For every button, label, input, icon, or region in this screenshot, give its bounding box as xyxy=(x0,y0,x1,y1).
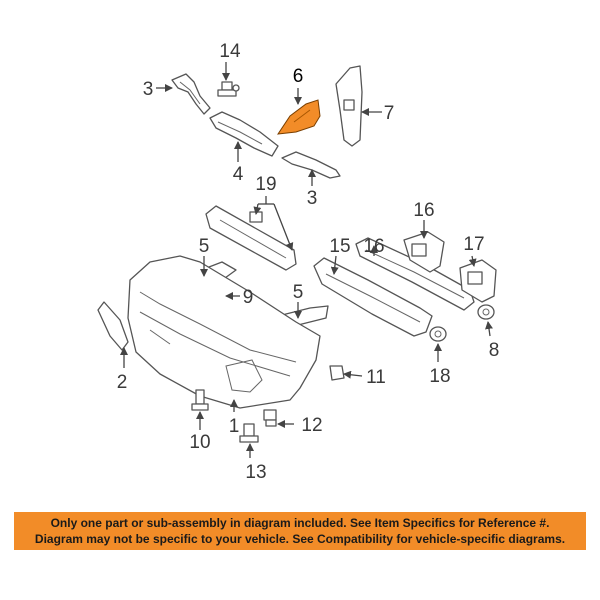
part-13-bolt xyxy=(217,81,240,97)
callout-11: 12 xyxy=(301,415,322,436)
part-11-clip xyxy=(263,409,277,427)
part-16-bracket-left xyxy=(403,231,445,273)
callout-5-left: 5 xyxy=(199,236,210,257)
callout-3-right: 3 xyxy=(307,188,318,209)
callout-7: 7 xyxy=(384,103,395,124)
callout-17: 18 xyxy=(429,366,450,387)
part-10-clip xyxy=(329,365,345,381)
callout-10: 11 xyxy=(366,367,386,388)
callout-6: 6 xyxy=(293,66,304,87)
callout-16-right: 17 xyxy=(463,234,484,255)
disclaimer-line-2: Diagram may not be specific to your vehi… xyxy=(34,532,566,546)
part-9-fastener xyxy=(191,389,209,411)
part-18-nut xyxy=(477,304,495,320)
disclaimer-line-1: Only one part or sub-assembly in diagram… xyxy=(50,516,550,530)
part-4-upper-bracket xyxy=(209,111,279,157)
callout-3-left: 3 xyxy=(143,79,154,100)
callout-2: 2 xyxy=(117,372,128,393)
part-15-reinforcement xyxy=(355,237,475,311)
callout-5-lower: 5 xyxy=(293,282,304,303)
callout-14: 15 xyxy=(329,236,350,257)
callout-4: 4 xyxy=(233,164,244,185)
callout-16-left: 16 xyxy=(413,200,434,221)
part-17-nut xyxy=(429,326,447,342)
part-14-reinforcement xyxy=(313,257,433,337)
part-3-left-bracket xyxy=(171,73,211,115)
part-12-bolt xyxy=(239,423,259,443)
part-2-side-bracket xyxy=(97,301,129,351)
part-16-bracket-right xyxy=(459,259,497,303)
disclaimer-banner: Only one part or sub-assembly in diagram… xyxy=(14,512,586,550)
part-19-grille xyxy=(205,205,297,271)
part-1-bumper-cover xyxy=(127,255,321,409)
callout-9: 10 xyxy=(189,432,210,453)
callout-19: 19 xyxy=(255,174,276,195)
part-3-right-bracket xyxy=(281,151,341,179)
callout-15: 16 xyxy=(363,236,384,257)
parts-diagram: 14 3 6 7 4 3 19 5 9 5 2 1 10 11 12 13 15… xyxy=(97,41,500,483)
callout-13: 14 xyxy=(219,41,241,62)
callout-1: 1 xyxy=(229,416,240,437)
callout-8: 9 xyxy=(243,287,254,308)
callout-12: 13 xyxy=(245,462,266,483)
part-7-vertical-bracket xyxy=(335,65,363,147)
leader-lines xyxy=(120,62,493,458)
callout-18: 8 xyxy=(489,340,500,361)
part-6-highlighted xyxy=(276,99,321,135)
